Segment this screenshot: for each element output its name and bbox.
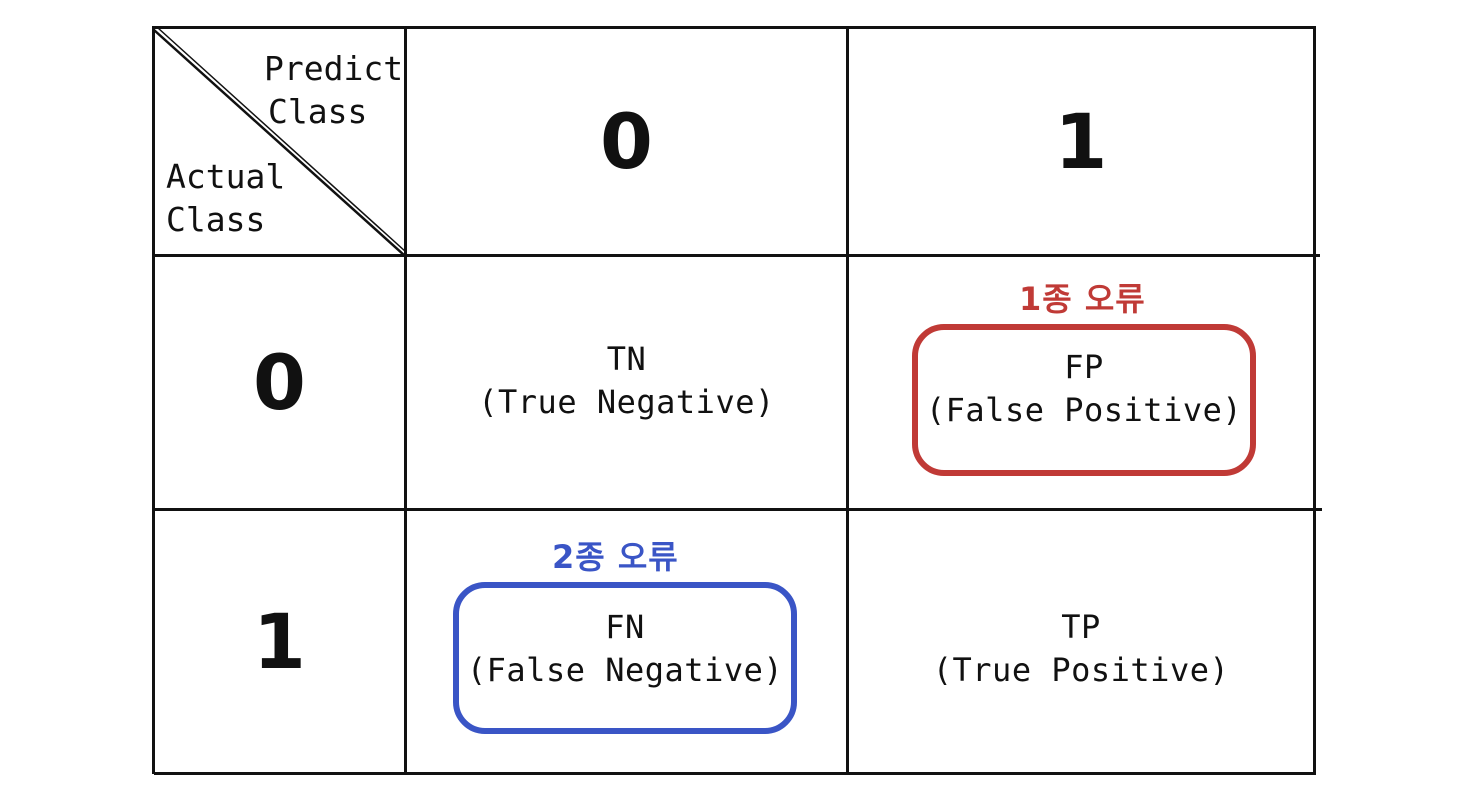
fp-highlight-box — [912, 324, 1256, 476]
tp-abbr: TP — [1061, 607, 1101, 646]
fn-full: (False Negative) — [466, 651, 784, 689]
predict-class-line1: Predict — [264, 49, 404, 88]
cell-true-negative: TN (True Negative) — [407, 326, 846, 436]
actual-class-line1: Actual — [166, 157, 286, 196]
column-header-0: 0 — [600, 96, 653, 186]
predict-class-line2: Class — [268, 91, 368, 131]
fp-abbr: FP — [1064, 347, 1104, 386]
grid-line-bottom — [154, 772, 1316, 775]
fn-highlight-box — [453, 582, 797, 734]
grid-line-left — [152, 26, 155, 774]
actual-class-label: Actual Class — [166, 156, 285, 242]
corner-diagonal — [153, 27, 407, 256]
grid-line-col1 — [404, 26, 407, 774]
grid-line-top — [152, 26, 1316, 29]
fp-full: (False Positive) — [925, 391, 1243, 429]
predict-class-label: Predict Class — [264, 48, 403, 134]
tn-full: (True Negative) — [478, 383, 775, 421]
type1-error-label: 1종 오류 — [1019, 280, 1146, 318]
cell-false-negative: FN (False Negative) — [453, 594, 797, 704]
type2-error-label: 2종 오류 — [552, 538, 679, 576]
grid-line-right — [1313, 26, 1316, 774]
cell-false-positive: FP (False Positive) — [912, 334, 1256, 444]
fn-abbr: FN — [605, 607, 645, 646]
grid-line-row2 — [154, 508, 1322, 511]
tn-abbr: TN — [606, 339, 647, 378]
confusion-matrix: Predict Class Actual Class 0 1 0 1 TN (T… — [152, 26, 1322, 775]
column-header-1: 1 — [1054, 96, 1108, 186]
grid-line-col2 — [846, 26, 849, 774]
row-header-0: 0 — [253, 337, 306, 427]
tp-full: (True Positive) — [932, 651, 1230, 689]
cell-true-positive: TP (True Positive) — [849, 594, 1313, 704]
row-header-1: 1 — [253, 596, 306, 686]
grid-line-row1 — [152, 254, 1320, 257]
actual-class-line2: Class — [166, 199, 266, 239]
